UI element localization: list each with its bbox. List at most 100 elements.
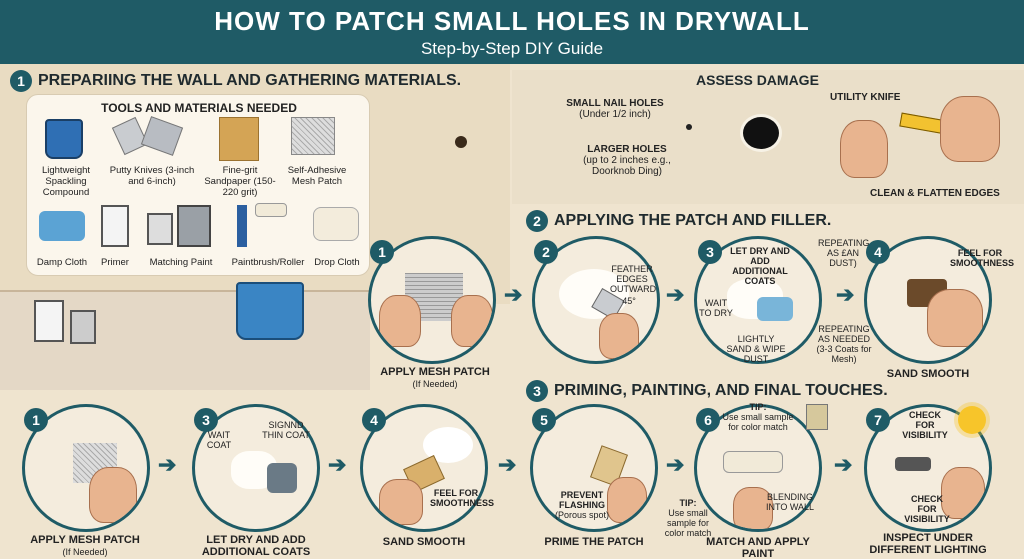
arrow-right-icon: ➔: [328, 452, 347, 477]
large-hole-icon: [740, 114, 782, 152]
arrow-right-icon: ➔: [666, 452, 685, 477]
step-2-badge: 2: [534, 240, 558, 264]
arrow-right-icon: ➔: [504, 282, 523, 307]
hand-icon: [379, 295, 421, 347]
tool-mesh-patch: Self-Adhesive Mesh Patch: [287, 165, 347, 187]
paint-roller-icon: [723, 451, 783, 473]
tip-note: TIP: Use small sample for color match: [722, 402, 794, 432]
section-1-number: 1: [10, 70, 32, 92]
prevent-flashing-note: PREVENT FLASHING (Porous spot): [554, 490, 610, 520]
small-holes-label: SMALL NAIL HOLES (Under 1/2 inch): [566, 98, 664, 120]
sun-icon: [958, 406, 986, 434]
step-4-badge: 4: [866, 240, 890, 264]
tool-drop-cloth: Drop Cloth: [314, 257, 360, 268]
paint-bucket-icon: [177, 205, 211, 247]
wait-dry-note: WAIT TO DRY: [699, 298, 733, 318]
bottom-step-3-badge: 3: [194, 408, 218, 432]
flashlight-icon: [895, 457, 931, 471]
tool-sandpaper: Fine-grit Sandpaper (150-220 grit): [204, 165, 276, 198]
sand-wipe-note: LIGHTLY SAND & WIPE DUST: [726, 334, 786, 364]
hand-icon: [941, 467, 985, 519]
sand-smooth-label: SAND SMOOTH: [886, 368, 970, 380]
sandpaper-icon: [219, 117, 259, 161]
section-2-number: 2: [526, 210, 548, 232]
arrow-right-icon: ➔: [836, 282, 855, 307]
tools-title: TOOLS AND MATERIALS NEEDED: [101, 101, 297, 115]
hand-icon: [607, 477, 647, 523]
step-3-badge: 3: [698, 240, 722, 264]
putty-knife-large-icon: [140, 116, 184, 156]
sanding-sponge-icon: [267, 463, 297, 493]
feel-smooth-note: FEEL FOR SMOOTHNESS: [950, 248, 1015, 268]
dry-coats-note: LET DRY AND ADD ADDITIONAL COATS: [730, 246, 790, 286]
step-1-badge: 1: [370, 240, 394, 264]
section-3-number: 3: [526, 380, 548, 402]
feather-note: FEATHER EDGES OUTWARD: [610, 264, 657, 294]
wall-hole-icon: [455, 136, 467, 148]
arrow-right-icon: ➔: [666, 282, 685, 307]
primer-can-icon: [101, 205, 129, 247]
paintbrush-icon: [237, 205, 247, 247]
assess-title: ASSESS DAMAGE: [696, 72, 819, 88]
visibility-note-1: CHECK FOR VISIBILITY: [902, 410, 948, 440]
bottom-step-7-badge: 7: [866, 408, 890, 432]
spackle-bucket-icon: [45, 119, 83, 159]
repeat-note-1: REPEATING AS £AN DUST): [818, 238, 870, 268]
step-feather-circle: [532, 236, 660, 364]
bottom-step-6-label: MATCH AND APPLY PAINT: [706, 536, 810, 559]
thin-coat-note: SIGNND THIN COAT: [262, 420, 310, 440]
roller-icon: [255, 203, 287, 217]
small-hole-icon: [686, 124, 692, 130]
feel-smooth-note: FEEL FOR SMOOTHNESS: [430, 488, 495, 508]
repeat-note-2: REPEATING AS NEEDED (3-3 Coats for Mesh): [816, 324, 872, 364]
paint-scene-icon: [70, 310, 96, 344]
bottom-step-coats-circle: [192, 404, 320, 532]
tool-primer: Primer: [101, 257, 129, 268]
hand-icon: [927, 289, 983, 347]
header-banner: HOW TO PATCH SMALL HOLES IN DRYWALL Step…: [0, 0, 1024, 64]
bottom-step-1-badge: 1: [24, 408, 48, 432]
bottom-step-5-badge: 5: [532, 408, 556, 432]
tools-panel: TOOLS AND MATERIALS NEEDED Lightweight S…: [26, 94, 370, 276]
damp-cloth-icon: [39, 211, 85, 241]
arrow-right-icon: ➔: [834, 452, 853, 477]
paint-can-icon: [147, 213, 173, 245]
wait-coat-note: WAIT COAT: [206, 430, 232, 450]
tool-putty-knives: Putty Knives (3-inch and 6-inch): [109, 165, 195, 187]
blending-note: BLENDING INTO WALL: [766, 492, 815, 512]
hand-icon: [379, 479, 423, 525]
tool-matching-paint: Matching Paint: [149, 257, 213, 268]
bottom-step-5-label: PRIME THE PATCH: [544, 536, 644, 548]
hand-icon: [940, 96, 1000, 162]
hand-icon: [89, 467, 137, 523]
visibility-note-2: CHECK FOR VISIBILITY: [904, 494, 950, 524]
bottom-step-4-label: SAND SMOOTH: [382, 536, 466, 548]
primer-scene-icon: [34, 300, 64, 342]
tool-damp-cloth: Damp Cloth: [36, 257, 88, 268]
tool-paintbrush-roller: Paintbrush/Roller: [231, 257, 305, 268]
clean-edges-label: CLEAN & FLATTEN EDGES: [870, 188, 1000, 199]
bottom-step-4-badge: 4: [362, 408, 386, 432]
utility-knife-label: UTILITY KNIFE: [830, 92, 901, 103]
page-subtitle: Step-by-Step DIY Guide: [420, 39, 604, 58]
drop-cloth-icon: [313, 207, 359, 241]
hand-icon: [840, 120, 888, 178]
color-swatch-icon: [806, 404, 828, 430]
larger-holes-label: LARGER HOLES (up to 2 inches e.g., Doork…: [583, 144, 671, 177]
bottom-step-1-label: APPLY MESH PATCH (If Needed): [30, 534, 140, 557]
bottom-step-6-badge: 6: [696, 408, 720, 432]
sanding-sponge-icon: [757, 297, 793, 321]
hand-icon: [451, 295, 493, 347]
bottom-step-3-label: LET DRY AND ADD ADDITIONAL COATS: [201, 534, 311, 558]
arrow-right-icon: ➔: [498, 452, 517, 477]
hand-icon: [599, 313, 639, 359]
mesh-patch-icon: [291, 117, 335, 155]
bottom-step-7-label: INSPECT UNDER DIFFERENT LIGHTING: [869, 532, 987, 556]
tool-spackle: Lightweight Spackling Compound: [41, 165, 91, 198]
bucket-scene-icon: [236, 282, 304, 340]
hand-icon: [733, 487, 773, 529]
page-title: HOW TO PATCH SMALL HOLES IN DRYWALL: [214, 6, 810, 36]
